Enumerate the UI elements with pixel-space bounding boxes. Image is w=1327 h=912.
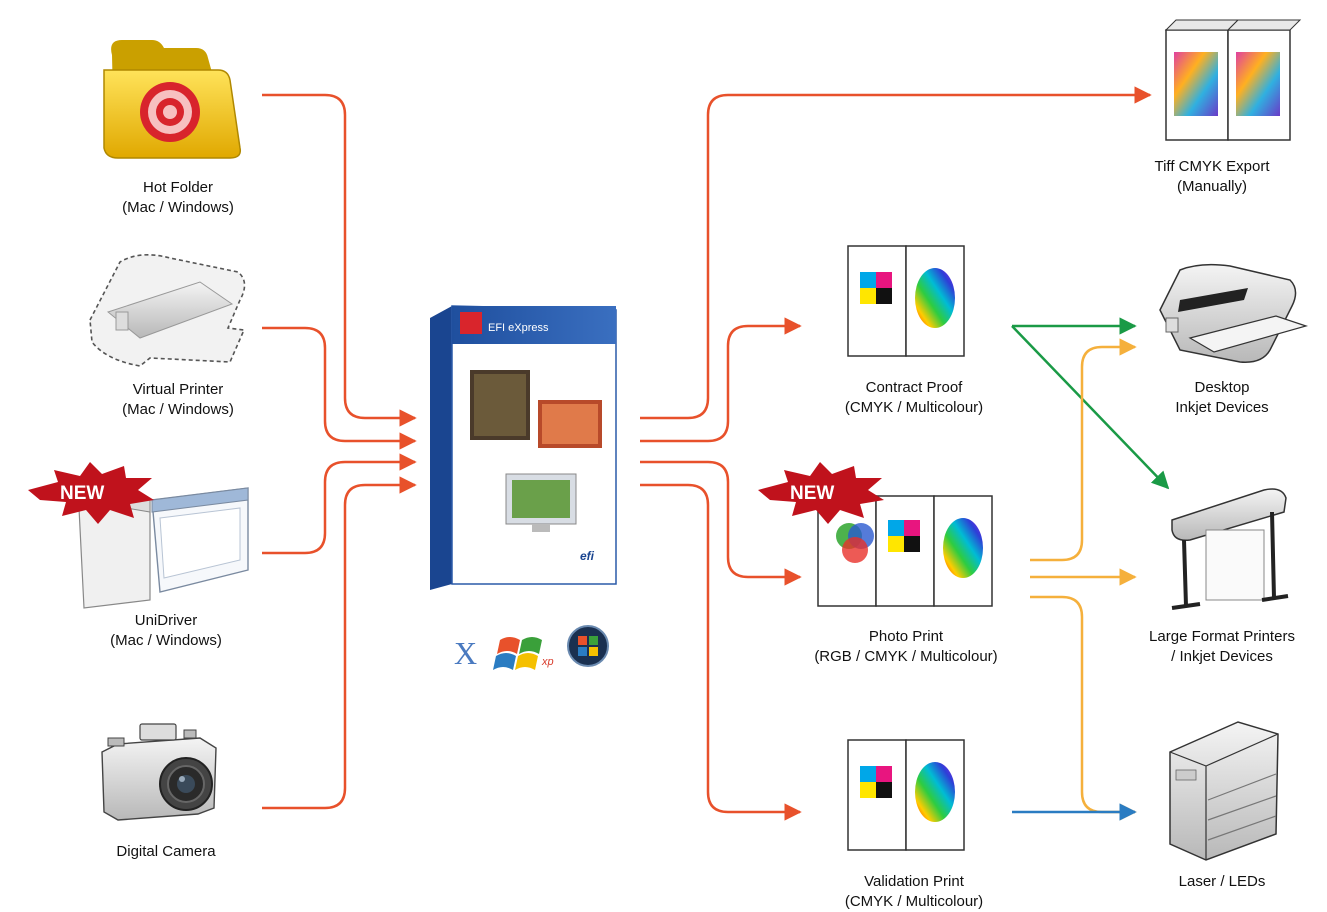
label-line: (RGB / CMYK / Multicolour) (814, 648, 998, 665)
label-line: UniDriver (134, 612, 198, 629)
label-line: Virtual Printer (132, 381, 224, 398)
label-desktop-inkjet: Desktop Inkjet Devices (1175, 378, 1268, 418)
flow-photo-laser (1030, 595, 1137, 821)
label-validation-print: Validation Print (CMYK / Multicolour) (845, 872, 983, 912)
label-line: Contract Proof (865, 379, 963, 396)
large-format-printer-icon (1171, 488, 1289, 610)
label-contract-proof: Contract Proof (CMYK / Multicolour) (845, 378, 983, 418)
label-line: Tiff CMYK Export (1154, 158, 1270, 175)
label-line: Photo Print (868, 628, 944, 645)
label-line: Digital Camera (116, 843, 216, 860)
contract-proof-icon (847, 245, 965, 357)
label-laser-leds: Laser / LEDs (1179, 872, 1266, 892)
label-line: (CMYK / Multicolour) (844, 893, 984, 910)
label-line: Inkjet Devices (1175, 399, 1269, 416)
flow-virtual-printer (262, 326, 417, 450)
svg-text:X: X (454, 635, 477, 671)
label-virtual-printer: Virtual Printer (Mac / Windows) (122, 380, 234, 420)
new-badge-unidriver: NEW (28, 462, 154, 524)
box-title: EFI eXpress (488, 322, 549, 334)
svg-text:xp: xp (541, 656, 554, 668)
label-line: Validation Print (864, 873, 964, 890)
flow-hot-folder (262, 93, 417, 427)
label-line: (Mac / Windows) (122, 401, 234, 418)
flow-digital-camera (262, 476, 417, 810)
label-line: Laser / LEDs (1178, 873, 1266, 890)
photo-print-icon (817, 495, 993, 607)
label-line: (Mac / Windows) (110, 632, 222, 649)
mac-os-x-icon: X (454, 635, 477, 671)
tiff-export-icon (1164, 19, 1302, 141)
label-tiff-export: Tiff CMYK Export (Manually) (1154, 157, 1269, 197)
output-flows (640, 86, 1152, 821)
flow-to-validation (640, 483, 802, 821)
label-digital-camera: Digital Camera (116, 842, 215, 862)
flow-contract-largeformat (1011, 325, 1170, 490)
device-flows (1011, 317, 1170, 821)
flow-to-tiff (640, 86, 1152, 420)
label-line: (CMYK / Multicolour) (844, 399, 984, 416)
flow-photo-desktop (1030, 338, 1137, 562)
label-hot-folder: Hot Folder (Mac / Windows) (122, 178, 234, 218)
label-large-format: Large Format Printers / Inkjet Devices (1149, 627, 1295, 667)
label-photo-print: Photo Print (RGB / CMYK / Multicolour) (814, 627, 997, 667)
svg-text:NEW: NEW (60, 483, 104, 504)
new-badge-photo-print: NEW (758, 462, 884, 524)
camera-icon (101, 723, 217, 821)
laser-printer-icon (1169, 721, 1279, 861)
validation-print-icon (847, 739, 965, 851)
windows-vista-icon (567, 625, 609, 667)
flow-to-photo (640, 460, 802, 586)
label-line: / Inkjet Devices (1171, 648, 1273, 665)
software-box: EFI eXpress efi (430, 305, 617, 590)
label-line: (Mac / Windows) (122, 199, 234, 216)
box-brand: efi (580, 549, 595, 563)
label-line: (Manually) (1176, 178, 1248, 195)
label-line: Hot Folder (142, 179, 214, 196)
virtual-printer-icon (89, 254, 246, 367)
windows-xp-icon: xp (493, 637, 554, 670)
folder-icon (103, 40, 242, 159)
flow-to-contract (640, 317, 802, 443)
svg-text:NEW: NEW (790, 483, 834, 504)
windows-icon (77, 487, 249, 609)
label-line: Large Format Printers (1149, 628, 1295, 645)
label-line: Desktop (1194, 379, 1250, 396)
desktop-inkjet-icon (1159, 263, 1309, 363)
input-flows (262, 93, 417, 810)
label-unidriver: UniDriver (Mac / Windows) (110, 611, 222, 651)
flow-unidriver (262, 453, 417, 555)
